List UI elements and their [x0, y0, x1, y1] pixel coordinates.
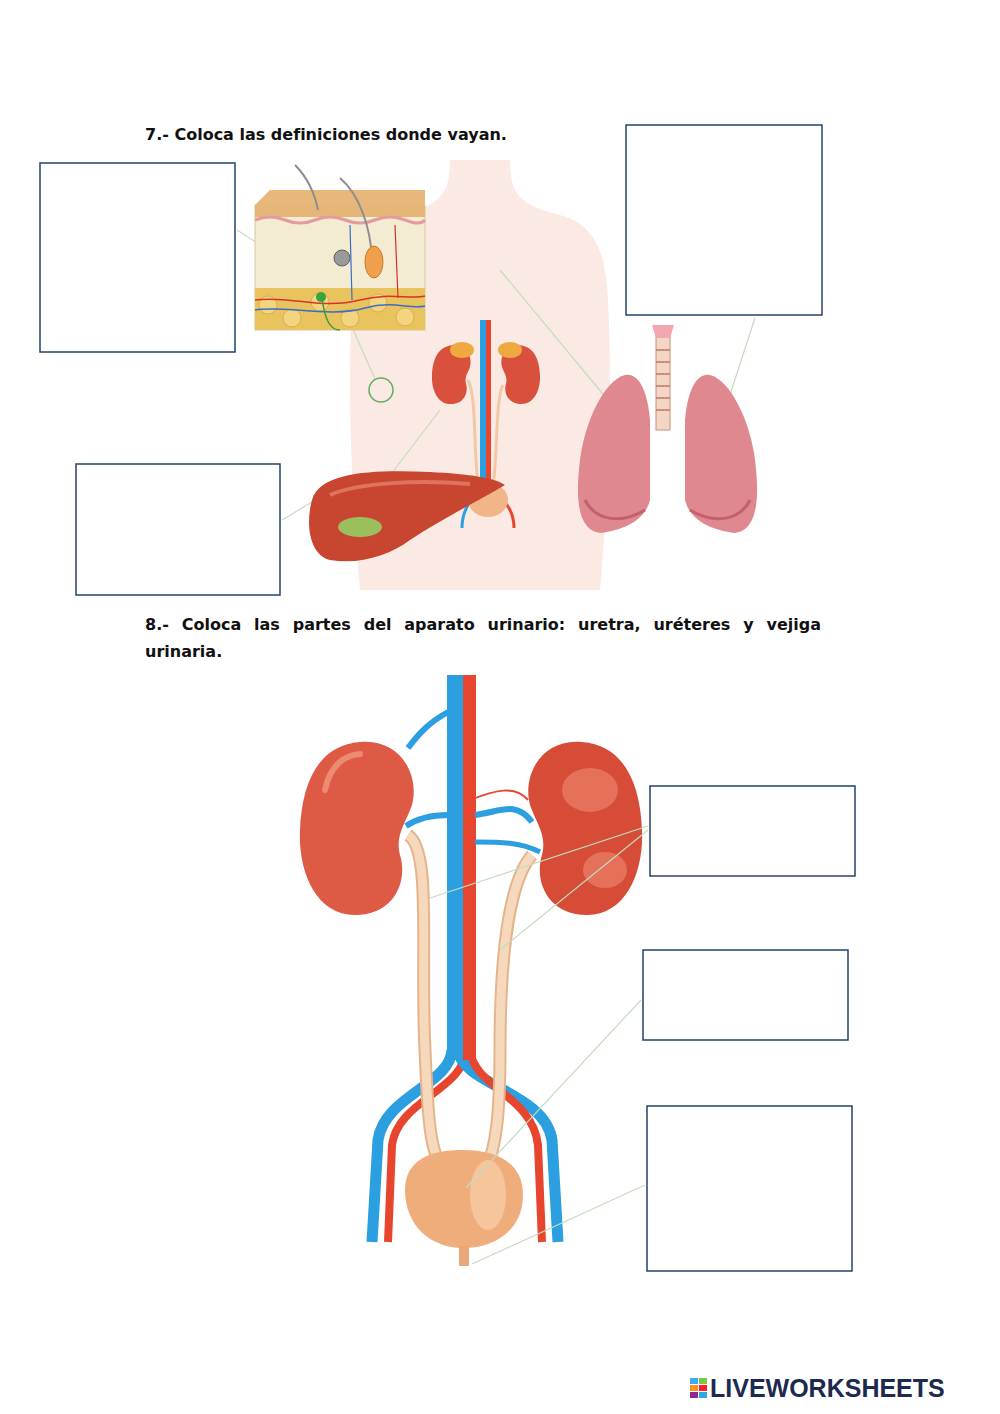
epidermis-wave — [255, 217, 425, 223]
answer-box — [626, 125, 822, 315]
logo-square — [699, 1392, 707, 1398]
skin-epidermis — [255, 205, 425, 217]
kidney-highlight — [325, 754, 360, 790]
renal-vein — [475, 809, 532, 822]
answer-box — [647, 1106, 852, 1271]
vena-cava — [447, 675, 464, 1060]
logo-square — [690, 1385, 698, 1391]
leader-lines — [430, 826, 648, 1264]
hair-follicle — [365, 246, 383, 278]
adrenal-gland — [450, 342, 474, 358]
answer-circle — [369, 378, 393, 402]
lung — [578, 375, 650, 533]
logo-square — [699, 1385, 707, 1391]
trachea-ring — [656, 349, 670, 351]
trachea-ring — [656, 373, 670, 375]
trachea — [656, 335, 670, 430]
answer-boxes — [643, 786, 855, 1271]
ureter — [408, 835, 442, 1168]
fat-cell — [396, 308, 414, 326]
trachea-ring — [656, 385, 670, 387]
lungs-illustration — [578, 325, 757, 533]
sweat-gland — [334, 250, 350, 266]
exercise-heading: 8.- Coloca las partes del aparato urinar… — [145, 611, 821, 665]
trachea-rings — [656, 350, 670, 410]
answer-box — [40, 163, 235, 352]
lung-shade — [690, 500, 750, 519]
vena-cava — [480, 320, 486, 490]
exercise-heading: 7.- Coloca las definiciones donde vayan. — [145, 124, 615, 146]
trachea-ring — [656, 361, 670, 363]
lung-shade — [585, 500, 645, 519]
blood-vessel — [395, 225, 398, 298]
liver — [309, 471, 505, 561]
lung — [685, 375, 757, 533]
logo-square — [699, 1378, 707, 1384]
leader-line — [472, 1185, 645, 1264]
ureter — [408, 835, 442, 1168]
adrenal-gland — [498, 342, 522, 358]
aorta — [463, 675, 476, 1060]
answer-boxes — [40, 125, 822, 595]
blood-vessel — [350, 225, 352, 300]
renal-vein — [406, 815, 448, 826]
fat-cell — [283, 309, 301, 327]
leader-line — [500, 270, 612, 405]
kidney — [528, 742, 642, 915]
leader-line — [430, 826, 648, 898]
leader-line — [500, 830, 648, 950]
trachea-ring — [656, 397, 670, 399]
renal-artery — [470, 791, 528, 800]
renal-vein — [408, 712, 448, 748]
answer-box — [650, 786, 855, 876]
leader-line — [385, 410, 440, 482]
larynx — [652, 325, 674, 338]
kidney-highlight — [583, 852, 627, 888]
skin-top — [255, 190, 425, 205]
logo-icon — [690, 1378, 707, 1398]
gallbladder — [338, 517, 382, 537]
blood-vessel — [255, 296, 425, 304]
answer-box — [76, 464, 280, 595]
watermark: LIVEWORKSHEETS — [710, 1373, 995, 1403]
skin-dermis — [255, 205, 425, 330]
leader-line — [466, 1000, 641, 1188]
blood-vessel — [255, 305, 425, 312]
skin-fat — [255, 288, 425, 330]
logo-square — [690, 1378, 698, 1384]
answer-box — [643, 950, 848, 1040]
leader-line — [282, 502, 312, 520]
kidney-highlight — [562, 768, 618, 812]
nerve — [322, 298, 340, 330]
logo-square — [690, 1392, 698, 1398]
liver-highlight — [330, 482, 470, 495]
hair — [295, 165, 318, 210]
bladder-highlight — [470, 1160, 506, 1230]
ureter — [486, 855, 532, 1168]
renal-vein — [475, 842, 540, 852]
kidney — [300, 742, 414, 915]
liver-illustration — [309, 471, 505, 561]
aorta — [486, 320, 491, 490]
urethra — [459, 1246, 469, 1266]
ureter — [486, 855, 532, 1168]
ureter — [492, 385, 503, 495]
urinary-system — [300, 675, 642, 1266]
fat-cells — [259, 293, 414, 327]
nerve-ending — [316, 292, 326, 302]
skin-illustration — [255, 165, 425, 330]
trachea-ring — [656, 409, 670, 411]
bladder — [405, 1150, 523, 1248]
